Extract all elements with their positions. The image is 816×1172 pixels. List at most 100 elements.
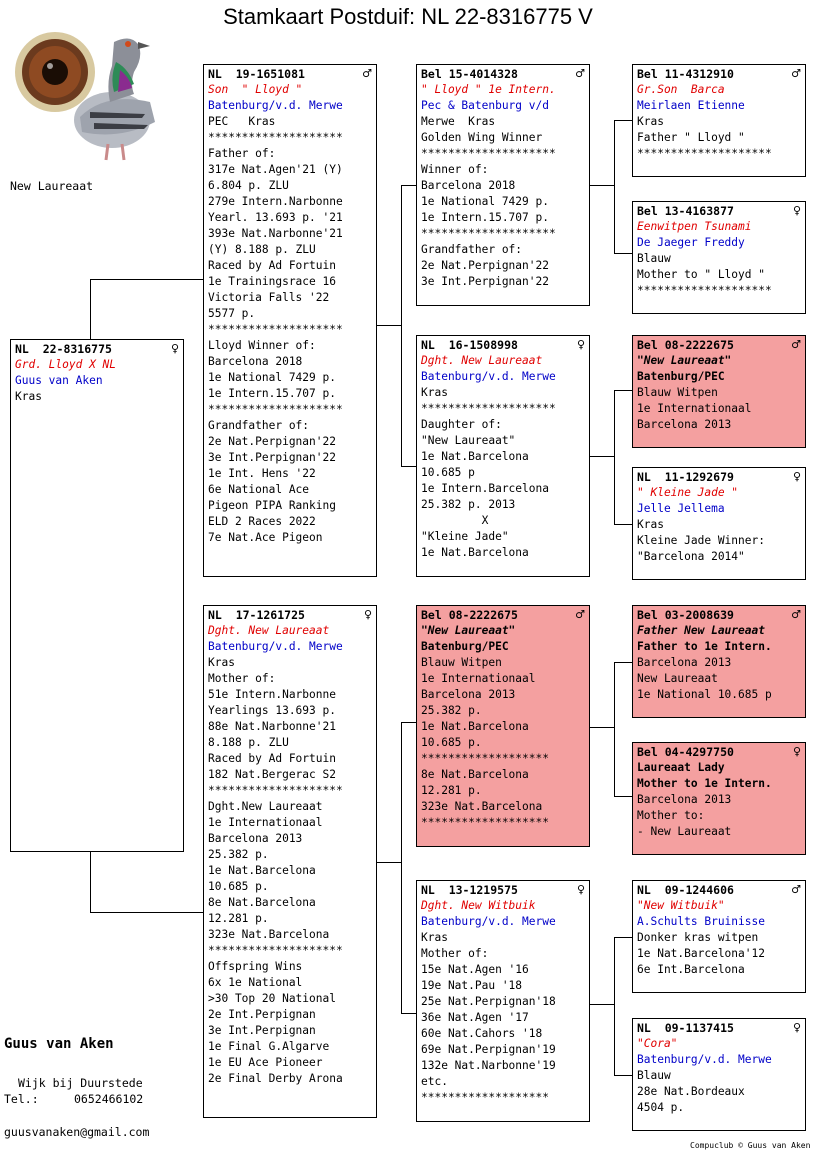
card-line: Batenburg/PEC: [421, 640, 509, 653]
pigeon-card-mm-father: NL 09-1244606♂"New Witbuik"A.Schults Bru…: [632, 880, 806, 993]
card-line: " Lloyd " 1e Intern.: [421, 83, 556, 96]
card-line: Merwe Kras: [421, 115, 496, 128]
card-line: - New Laureaat: [637, 825, 732, 838]
pigeon-card-mother-father: Bel 08-2222675♂"New Laureaat"Batenburg/P…: [416, 605, 590, 847]
card-line: Barcelona 2013: [208, 832, 303, 845]
card-line: De Jaeger Freddy: [637, 236, 745, 249]
card-line: "New Laureaat": [421, 624, 516, 637]
card-line: 8e Nat.Barcelona: [421, 768, 529, 781]
card-line: ELD 2 Races 2022: [208, 515, 316, 528]
female-sex-icon: ♀: [792, 204, 801, 217]
connector-line: [90, 912, 204, 913]
connector-line: [401, 722, 417, 723]
card-line: Blauw: [637, 1069, 671, 1082]
ring-number: NL 22-8316775: [15, 342, 112, 356]
ring-number: Bel 13-4163877: [637, 204, 734, 218]
connector-line: [90, 279, 204, 280]
card-line: Grandfather of:: [208, 419, 310, 432]
card-line: ********************: [421, 227, 556, 240]
card-line: Barcelona 2013: [637, 656, 732, 669]
card-line: Guus van Aken: [15, 374, 103, 387]
owner-email: guusvanaken@gmail.com: [4, 1125, 150, 1139]
card-line: 6.804 p. ZLU: [208, 179, 289, 192]
card-line: Grd. Lloyd X NL: [15, 358, 117, 371]
owner-city: Wijk bij Duurstede: [18, 1076, 143, 1090]
male-sex-icon: ♂: [575, 67, 585, 80]
ring-number: NL 17-1261725: [208, 608, 305, 622]
connector-line: [614, 120, 633, 121]
connector-line: [589, 727, 615, 728]
card-line: Lloyd Winner of:: [208, 339, 316, 352]
card-line: ********************: [208, 784, 343, 797]
card-line: "New Laureaat": [637, 354, 732, 367]
connector-line: [401, 722, 402, 1013]
ring-number: NL 13-1219575: [421, 883, 518, 897]
connector-line: [376, 325, 402, 326]
card-line: PEC Kras: [208, 115, 276, 128]
ring-number: NL 09-1244606: [637, 883, 734, 897]
card-line: Daughter of:: [421, 418, 502, 431]
card-line: 3e Int.Perpignan'22: [208, 451, 336, 464]
ring-number: Bel 08-2222675: [637, 338, 734, 352]
connector-line: [614, 937, 633, 938]
card-line: 1e Final G.Algarve: [208, 1040, 330, 1053]
connector-line: [614, 524, 633, 525]
card-line: 1e National 10.685 p: [637, 688, 772, 701]
card-line: 1e National 7429 p.: [208, 371, 336, 384]
card-line: Blauw Witpen: [637, 386, 718, 399]
connector-line: [614, 390, 615, 524]
female-sex-icon: ♀: [576, 338, 585, 351]
card-line: 1e Internationaal: [421, 672, 536, 685]
card-line: Barcelona 2013: [637, 793, 732, 806]
footer-credit: Compuclub © Guus van Aken: [690, 1141, 811, 1150]
card-line: 25.382 p.: [421, 704, 482, 717]
card-line: Mother to " Lloyd ": [637, 268, 765, 281]
card-line: 1e Intern.15.707 p.: [421, 211, 549, 224]
card-line: ********************: [637, 147, 772, 160]
ring-number: Bel 03-2008639: [637, 608, 734, 622]
card-line: Dght. New Witbuik: [421, 899, 536, 912]
card-header: NL 13-1219575 ♀: [421, 882, 585, 898]
card-line: 25.382 p. 2013: [421, 498, 516, 511]
connector-line: [614, 662, 633, 663]
card-line: 8.188 p. ZLU: [208, 736, 289, 749]
card-header: NL 19-1651081♂: [208, 66, 372, 82]
connector-line: [90, 851, 91, 912]
card-line: New Laureaat: [637, 672, 718, 685]
female-sex-icon: ♀: [792, 745, 801, 758]
card-line: 51e Intern.Narbonne: [208, 688, 336, 701]
card-line: X: [421, 514, 489, 527]
male-sex-icon: ♂: [362, 67, 372, 80]
card-line: Mother of:: [421, 947, 489, 960]
card-header: Bel 03-2008639♂: [637, 607, 801, 623]
card-line: 36e Nat.Agen '17: [421, 1011, 529, 1024]
card-line: Jelle Jellema: [637, 502, 725, 515]
owner-tel: 0652466102: [74, 1092, 144, 1106]
card-line: Meirlaen Etienne: [637, 99, 745, 112]
female-sex-icon: ♀: [363, 608, 372, 621]
card-line: Kras: [421, 386, 448, 399]
card-line: Grandfather of:: [421, 243, 523, 256]
owner-tel-label: Tel.:: [4, 1092, 39, 1106]
card-line: Batenburg/v.d. Merwe: [637, 1053, 772, 1066]
ring-number: NL 16-1508998: [421, 338, 518, 352]
card-line: Father to 1e Intern.: [637, 640, 772, 653]
female-sex-icon: ♀: [576, 883, 585, 896]
card-line: 4504 p.: [637, 1101, 685, 1114]
card-line: 12.281 p.: [208, 912, 269, 925]
card-line: Kras: [208, 656, 235, 669]
card-line: 182 Nat.Bergerac S2: [208, 768, 336, 781]
card-line: Batenburg/v.d. Merwe: [208, 640, 343, 653]
card-line: >30 Top 20 National: [208, 992, 336, 1005]
pigeon-card-father-father: Bel 15-4014328♂" Lloyd " 1e Intern.Pec &…: [416, 64, 590, 306]
card-header: NL 11-1292679♀: [637, 469, 801, 485]
card-line: Gr.Son Barca: [637, 83, 725, 96]
card-line: *******************: [421, 1091, 549, 1104]
male-sex-icon: ♂: [791, 338, 801, 351]
card-header: NL 22-8316775♀: [15, 341, 179, 357]
card-line: 25.382 p.: [208, 848, 269, 861]
connector-line: [614, 796, 633, 797]
card-line: "New Witbuik": [637, 899, 725, 912]
